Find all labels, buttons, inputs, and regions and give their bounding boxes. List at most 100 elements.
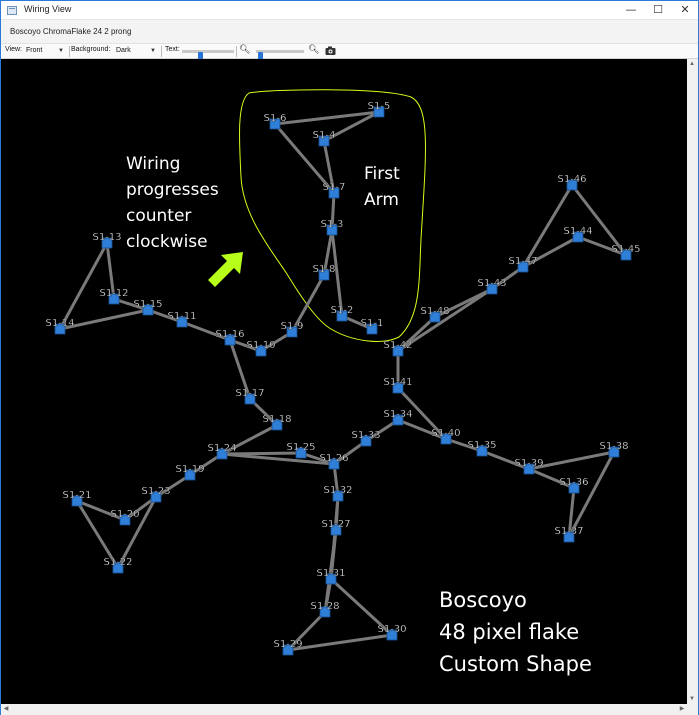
pixel-node[interactable]: S1-11 <box>167 311 197 328</box>
pixel-node[interactable]: S1-15 <box>133 299 163 316</box>
zoom-slider[interactable] <box>256 50 304 62</box>
pixel-node[interactable]: S1-9 <box>281 321 304 338</box>
pixel-node-marker[interactable] <box>392 382 404 394</box>
pixel-node[interactable]: S1-19 <box>175 464 205 481</box>
pixel-node-marker[interactable] <box>295 447 307 459</box>
pixel-node-marker[interactable] <box>429 311 441 323</box>
pixel-node[interactable]: S1-38 <box>599 441 629 458</box>
pixel-node-marker[interactable] <box>318 269 330 281</box>
pixel-node[interactable]: S1-47 <box>508 256 538 273</box>
zoom-in-icon[interactable]: 🔍︎ <box>308 44 320 54</box>
pixel-node[interactable]: S1-36 <box>559 477 589 494</box>
minimize-button[interactable]: — <box>625 3 637 16</box>
scroll-left-icon[interactable]: ◀ <box>3 706 9 712</box>
pixel-node-marker[interactable] <box>112 562 124 574</box>
pixel-node-marker[interactable] <box>328 458 340 470</box>
pixel-node-marker[interactable] <box>101 237 113 249</box>
pixel-node[interactable]: S1-7 <box>323 182 346 199</box>
pixel-node[interactable]: S1-26 <box>319 453 349 470</box>
pixel-node[interactable]: S1-12 <box>99 288 129 305</box>
pixel-node[interactable]: S1-16 <box>215 329 245 346</box>
pixel-node[interactable]: S1-28 <box>310 601 340 618</box>
pixel-node[interactable]: S1-33 <box>351 430 381 447</box>
pixel-node-marker[interactable] <box>271 419 283 431</box>
pixel-node[interactable]: S1-35 <box>467 440 497 457</box>
pixel-node-marker[interactable] <box>517 261 529 273</box>
horizontal-scrollbar[interactable]: ◀ ▶ <box>1 704 687 715</box>
pixel-node-marker[interactable] <box>620 249 632 261</box>
pixel-node[interactable]: S1-34 <box>383 409 413 426</box>
text-size-slider-thumb[interactable] <box>198 52 204 62</box>
pixel-node[interactable]: S1-41 <box>383 377 413 394</box>
pixel-node-marker[interactable] <box>608 446 620 458</box>
pixel-node[interactable]: S1-3 <box>321 219 344 236</box>
text-size-slider[interactable] <box>182 50 234 62</box>
camera-icon[interactable] <box>325 46 336 57</box>
pixel-node-marker[interactable] <box>332 490 344 502</box>
pixel-node-marker[interactable] <box>244 393 256 405</box>
pixel-node-marker[interactable] <box>142 304 154 316</box>
pixel-node[interactable]: S1-46 <box>557 174 587 191</box>
pixel-node-marker[interactable] <box>392 345 404 357</box>
pixel-node[interactable]: S1-2 <box>331 305 354 322</box>
pixel-node[interactable]: S1-14 <box>45 318 75 335</box>
scroll-right-icon[interactable]: ▶ <box>679 706 685 712</box>
pixel-node[interactable]: S1-43 <box>477 278 507 295</box>
zoom-slider-thumb[interactable] <box>258 52 264 62</box>
pixel-node-marker[interactable] <box>360 435 372 447</box>
pixel-node-marker[interactable] <box>440 433 452 445</box>
pixel-node-marker[interactable] <box>318 135 330 147</box>
background-select[interactable]: Dark ▼ <box>113 45 160 58</box>
pixel-node[interactable]: S1-21 <box>62 490 92 507</box>
pixel-node-marker[interactable] <box>386 629 398 641</box>
pixel-node[interactable]: S1-4 <box>313 130 336 147</box>
pixel-node-marker[interactable] <box>150 491 162 503</box>
pixel-node[interactable]: S1-37 <box>554 526 584 543</box>
pixel-node-marker[interactable] <box>269 118 281 130</box>
pixel-node[interactable]: S1-25 <box>286 442 316 459</box>
pixel-node[interactable]: S1-8 <box>313 264 336 281</box>
pixel-node[interactable]: S1-40 <box>431 428 461 445</box>
pixel-node-marker[interactable] <box>119 514 131 526</box>
pixel-node-marker[interactable] <box>336 310 348 322</box>
pixel-node[interactable]: S1-45 <box>611 244 641 261</box>
pixel-node[interactable]: S1-44 <box>563 226 593 243</box>
scroll-up-icon[interactable]: ▲ <box>689 61 695 67</box>
pixel-node[interactable]: S1-22 <box>103 557 133 574</box>
scroll-down-icon[interactable]: ▼ <box>689 696 695 702</box>
pixel-node[interactable]: S1-27 <box>321 519 351 536</box>
pixel-node[interactable]: S1-6 <box>264 113 287 130</box>
pixel-node-marker[interactable] <box>373 106 385 118</box>
pixel-node-marker[interactable] <box>176 316 188 328</box>
pixel-node[interactable]: S1-1 <box>361 318 384 335</box>
pixel-node-marker[interactable] <box>282 644 294 656</box>
pixel-node-marker[interactable] <box>572 231 584 243</box>
vertical-scrollbar[interactable]: ▲ ▼ <box>687 59 698 704</box>
pixel-node[interactable]: S1-30 <box>377 624 407 641</box>
pixel-node[interactable]: S1-5 <box>368 101 391 118</box>
pixel-node-marker[interactable] <box>255 345 267 357</box>
pixel-node-marker[interactable] <box>224 334 236 346</box>
pixel-node-marker[interactable] <box>476 445 488 457</box>
maximize-button[interactable]: ☐ <box>653 3 663 16</box>
pixel-node[interactable]: S1-23 <box>141 486 171 503</box>
pixel-node[interactable]: S1-17 <box>235 388 265 405</box>
pixel-node-marker[interactable] <box>563 531 575 543</box>
pixel-node-marker[interactable] <box>319 606 331 618</box>
pixel-node-marker[interactable] <box>184 469 196 481</box>
pixel-node[interactable]: S1-31 <box>316 568 346 585</box>
pixel-node[interactable]: S1-48 <box>420 306 450 323</box>
pixel-node-marker[interactable] <box>325 573 337 585</box>
view-select[interactable]: Front ▼ <box>23 45 68 58</box>
pixel-node-marker[interactable] <box>523 463 535 475</box>
zoom-out-icon[interactable]: 🔍︎ <box>239 44 251 54</box>
wiring-diagram[interactable]: S1-1S1-2S1-3S1-4S1-5S1-6S1-7S1-8S1-9S1-1… <box>1 59 687 704</box>
pixel-node-marker[interactable] <box>366 323 378 335</box>
pixel-node[interactable]: S1-29 <box>273 639 303 656</box>
pixel-node-marker[interactable] <box>568 482 580 494</box>
title-bar[interactable]: Wiring View — ☐ ✕ <box>1 1 698 20</box>
pixel-node-marker[interactable] <box>54 323 66 335</box>
close-button[interactable]: ✕ <box>680 3 690 16</box>
pixel-node-marker[interactable] <box>486 283 498 295</box>
